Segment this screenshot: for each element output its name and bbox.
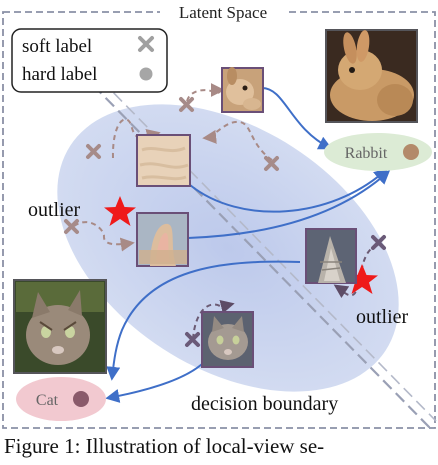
rabbit-class-badge	[324, 133, 432, 171]
dashed-path-rabbit-fur-right	[202, 120, 273, 161]
cat-ear-image	[305, 228, 357, 284]
arrow-fur-to-rabbit	[189, 168, 389, 213]
arrow-catear-to-cat	[106, 260, 301, 381]
soft-marker-rabbit-4	[64, 219, 79, 234]
outlier-label-left: outlier	[28, 199, 81, 221]
dashed-path-rabbit-ear	[73, 221, 135, 252]
rabbit-hard-marker-icon	[403, 144, 419, 160]
legend-box	[11, 28, 168, 93]
cat-face-image	[201, 311, 254, 368]
rabbit-ear-image	[136, 212, 189, 267]
arrow-face-to-rabbit	[261, 87, 333, 150]
dashed-path-rabbit-fur	[111, 118, 161, 159]
soft-marker-rabbit-2	[179, 97, 194, 112]
latent-space-title: Latent Space	[179, 3, 267, 22]
cat-full-image	[13, 279, 107, 374]
outlier-star-right	[346, 264, 378, 294]
soft-marker-cat-2	[371, 235, 386, 250]
rabbit-class-label: Rabbit	[345, 145, 388, 162]
arrow-ear-to-rabbit	[187, 170, 391, 239]
cat-class-badge	[16, 377, 106, 421]
rabbit-full-image	[325, 29, 418, 123]
dashed-path-cat-face	[192, 299, 235, 340]
legend-hard-label: hard label	[22, 64, 97, 85]
legend-soft-marker-icon	[138, 36, 154, 52]
cat-hard-marker-icon	[73, 391, 89, 407]
dashed-path-rabbit-face	[186, 83, 225, 102]
cat-class-label: Cat	[36, 392, 59, 409]
legend-soft-label: soft label	[22, 36, 92, 57]
rabbit-face-image	[221, 67, 264, 113]
soft-marker-rabbit-1	[86, 144, 101, 159]
dashed-path-cat-ear	[333, 244, 379, 299]
decision-boundary-label: decision boundary	[191, 393, 338, 415]
rabbit-fur-image	[136, 134, 191, 187]
figure-caption: Figure 1: Illustration of local-view se-	[4, 434, 325, 458]
soft-marker-rabbit-3	[264, 156, 279, 171]
title-backdrop	[160, 2, 286, 22]
legend-hard-marker-icon	[139, 67, 153, 81]
soft-marker-cat-1	[185, 332, 200, 347]
outlier-label-right: outlier	[356, 306, 409, 328]
outlier-star-left	[104, 196, 136, 226]
